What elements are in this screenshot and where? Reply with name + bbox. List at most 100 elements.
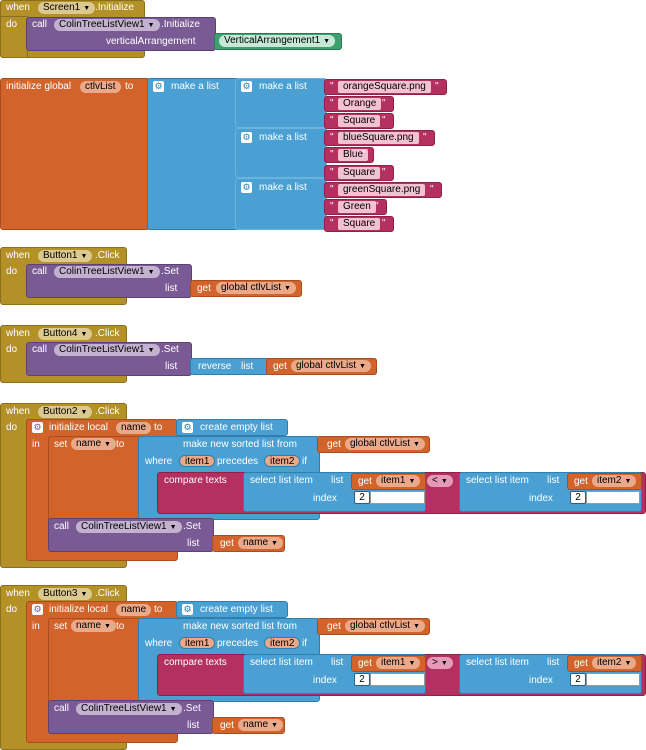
item1-param[interactable]: item1 — [179, 455, 216, 467]
get-var-dropdown[interactable]: item1▼ — [376, 475, 421, 487]
do-label: do — [6, 19, 18, 30]
get-var-dropdown[interactable]: global ctlvList▼ — [345, 438, 425, 450]
gear-icon[interactable]: ⚙ — [241, 132, 252, 143]
get-label: get — [358, 658, 372, 669]
compare-operator-dropdown[interactable]: >▼ — [427, 657, 453, 669]
close-quote: " — [382, 218, 386, 229]
create-empty-list-label: create empty list — [200, 422, 273, 433]
index-number[interactable]: 2 — [354, 491, 370, 504]
get-label: get — [273, 361, 287, 372]
chevron-down-icon: ▼ — [271, 540, 278, 547]
gear-icon[interactable]: ⚙ — [182, 604, 193, 615]
get-var-dropdown[interactable]: global ctlvList▼ — [291, 360, 371, 372]
get-var-dropdown[interactable]: item2▼ — [592, 475, 637, 487]
make-sorted-label: make new sorted list from — [183, 439, 297, 450]
text-string-value[interactable]: Square — [338, 218, 381, 230]
call-label: call — [54, 521, 70, 532]
chevron-down-icon: ▼ — [80, 409, 88, 416]
call-target-name: ColinTreeListView1 — [59, 344, 145, 355]
gear-icon[interactable]: ⚙ — [32, 604, 43, 615]
text-string-value[interactable]: Square — [338, 167, 381, 179]
list-param-label: list — [165, 361, 178, 372]
to-label: to — [116, 621, 125, 632]
component-dropdown[interactable]: Button1▼ — [38, 250, 93, 262]
set-var-dropdown[interactable]: name▼ — [71, 620, 116, 632]
gear-icon[interactable]: ⚙ — [241, 182, 252, 193]
item2-name: item2 — [270, 456, 295, 467]
chevron-down-icon: ▼ — [413, 441, 420, 448]
component-value-dropdown[interactable]: VerticalArrangement1▼ — [219, 35, 336, 47]
operator-symbol: > — [432, 657, 438, 668]
initialize-local-label: initialize local — [49, 422, 108, 433]
gear-icon[interactable]: ⚙ — [241, 81, 252, 92]
get-var-dropdown[interactable]: item2▼ — [592, 657, 637, 669]
index-number[interactable]: 2 — [354, 673, 370, 686]
component-name: Screen1 — [43, 2, 81, 13]
text-string-value[interactable]: blueSquare.png — [338, 132, 419, 144]
initialize-global-block[interactable] — [0, 78, 150, 230]
create-empty-list-block[interactable] — [176, 419, 288, 436]
chevron-down-icon: ▼ — [323, 38, 331, 45]
call-target-dropdown[interactable]: ColinTreeListView1▼ — [54, 266, 160, 278]
index-number[interactable]: 2 — [570, 673, 586, 686]
gear-icon[interactable]: ⚙ — [182, 422, 193, 433]
create-empty-list-block[interactable] — [176, 601, 288, 618]
call-target-dropdown[interactable]: ColinTreeListView1▼ — [76, 703, 182, 715]
component-dropdown[interactable]: Button4▼ — [38, 328, 93, 340]
call-target-dropdown[interactable]: ColinTreeListView1▼ — [54, 344, 160, 356]
get-var-name: global ctlvList — [296, 360, 357, 371]
component-dropdown[interactable]: Screen1▼ — [38, 2, 96, 14]
index-number[interactable]: 2 — [570, 491, 586, 504]
get-var-name: global ctlvList — [350, 620, 411, 631]
set-local-block[interactable] — [48, 618, 140, 712]
text-string-value[interactable]: Orange — [338, 98, 382, 110]
component-dropdown[interactable]: Button2▼ — [38, 406, 93, 418]
local-var-text: name — [121, 422, 147, 433]
chevron-down-icon: ▼ — [440, 478, 448, 485]
get-var-dropdown[interactable]: item1▼ — [376, 657, 421, 669]
when-label: when — [6, 2, 30, 13]
reverse-list-label: list — [241, 361, 254, 372]
get-var-dropdown[interactable]: name▼ — [238, 719, 283, 731]
item2-param[interactable]: item2 — [264, 637, 301, 649]
global-var-text: ctlvList — [85, 81, 116, 92]
get-var-dropdown[interactable]: global ctlvList▼ — [345, 620, 425, 632]
chevron-down-icon: ▼ — [624, 660, 632, 667]
param-label: verticalArrangement — [106, 36, 196, 47]
when-label: when — [6, 328, 30, 339]
text-string-value[interactable]: orangeSquare.png — [338, 81, 431, 93]
to-label: to — [154, 604, 163, 615]
item1-param[interactable]: item1 — [179, 637, 216, 649]
get-var-name: name — [243, 537, 269, 548]
chevron-down-icon: ▼ — [80, 253, 88, 260]
text-string-value[interactable]: greenSquare.png — [338, 184, 426, 196]
list-param-label: list — [187, 720, 200, 731]
gear-icon[interactable]: ⚙ — [153, 81, 164, 92]
call-target-dropdown[interactable]: ColinTreeListView1▼ — [54, 19, 160, 31]
local-var-name[interactable]: name — [116, 422, 152, 434]
when-label: when — [6, 588, 30, 599]
to-label: to — [125, 81, 134, 92]
global-var-name[interactable]: ctlvList — [80, 81, 121, 93]
component-dropdown[interactable]: Button3▼ — [38, 588, 93, 600]
set-local-block[interactable] — [48, 436, 140, 530]
local-var-name[interactable]: name — [116, 604, 152, 616]
text-string-value[interactable]: Blue — [338, 149, 369, 161]
set-var-dropdown[interactable]: name▼ — [71, 438, 116, 450]
component-value-name: VerticalArrangement1 — [224, 35, 321, 46]
call-label: call — [54, 703, 70, 714]
call-target-dropdown[interactable]: ColinTreeListView1▼ — [76, 521, 182, 533]
close-quote: " — [382, 98, 386, 109]
chevron-down-icon: ▼ — [147, 347, 155, 354]
get-var-dropdown[interactable]: name▼ — [238, 537, 283, 549]
item2-param[interactable]: item2 — [264, 455, 301, 467]
text-string-value[interactable]: Square — [338, 115, 381, 127]
chevron-down-icon: ▼ — [80, 331, 88, 338]
get-var-dropdown[interactable]: global ctlvList▼ — [216, 282, 296, 294]
set-label: set — [54, 621, 68, 632]
item2-name: item2 — [270, 638, 295, 649]
gear-icon[interactable]: ⚙ — [32, 422, 43, 433]
compare-operator-dropdown[interactable]: <▼ — [427, 475, 453, 487]
text-string-value[interactable]: Green — [338, 201, 376, 213]
where-label: where — [145, 456, 173, 467]
